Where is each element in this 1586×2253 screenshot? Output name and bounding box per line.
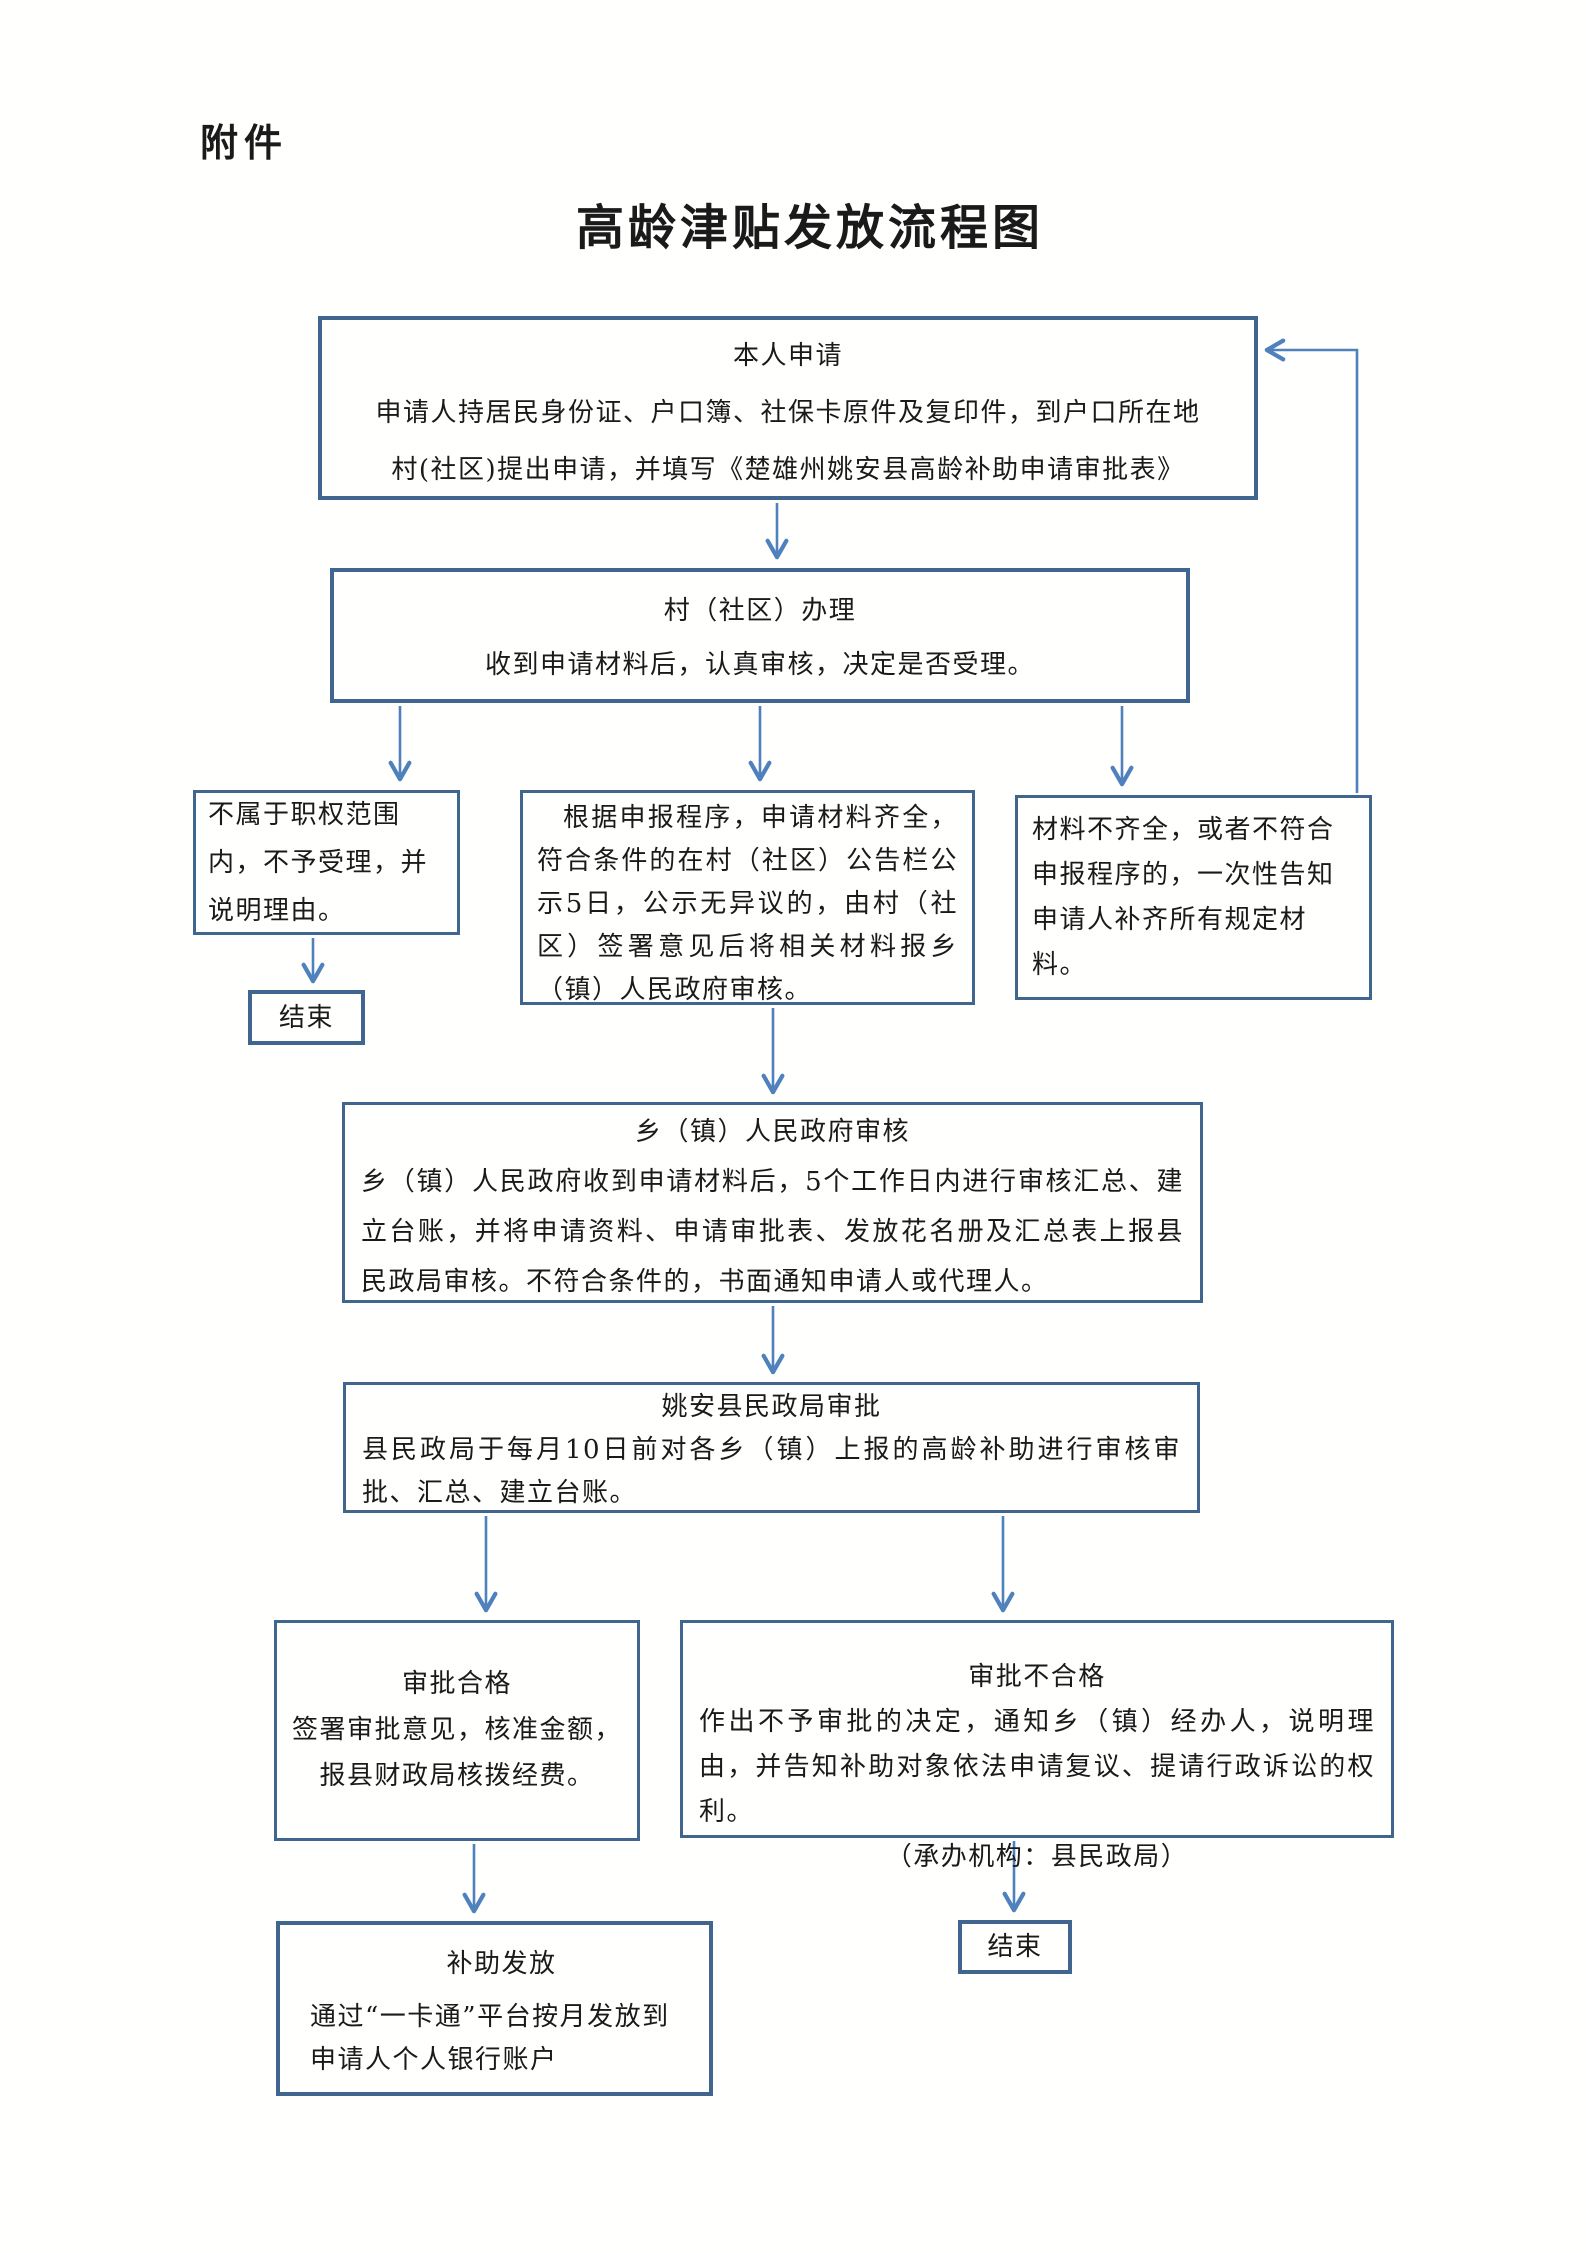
flow-node-not-approved: 审批不合格 作出不予审批的决定，通知乡（镇）经办人，说明理由，并告知补助对象依法… <box>680 1620 1394 1872</box>
node-body: 申请人持居民身份证、户口簿、社保卡原件及复印件，到户口所在地 村(社区)提出申请… <box>375 398 1201 485</box>
node-title: 本人申请 <box>732 341 843 371</box>
node-title: 审批不合格 <box>968 1662 1106 1692</box>
node-body: 不属于职权范围内，不予受理，并说明理由。 <box>208 799 429 926</box>
node-title: 姚安县民政局审批 <box>661 1392 882 1422</box>
attachment-label: 附件 <box>200 121 289 165</box>
flow-node-apply: 本人申请 申请人持居民身份证、户口簿、社保卡原件及复印件，到户口所在地 村(社区… <box>318 316 1258 500</box>
page-title: 高龄津贴发放流程图 <box>575 200 1044 256</box>
node-body: 签署审批意见，核准金额， 报县财政局核拨经费。 <box>291 1715 622 1791</box>
arrow-incomplete-to-apply <box>1264 338 1359 793</box>
flow-node-village: 村（社区）办理 收到申请材料后，认真审核，决定是否受理。 <box>330 568 1190 703</box>
flow-node-payment: 补助发放 通过“一卡通”平台按月发放到 申请人个人银行账户 <box>276 1921 713 2096</box>
node-org-line: （承办机构：县民政局） <box>885 1842 1189 1872</box>
node-body: 收到申请材料后，认真审核，决定是否受理。 <box>484 650 1035 680</box>
node-body: 县民政局于每月10日前对各乡（镇）上报的高龄补助进行审核审批、汇总、建立台账。 <box>362 1435 1181 1508</box>
node-title: 补助发放 <box>446 1949 557 1979</box>
flow-node-publicity: 根据申报程序，申请材料齐全，符合条件的在村（社区）公告栏公示5日，公示无异议的，… <box>520 790 975 1005</box>
flow-node-approved: 审批合格 签署审批意见，核准金额， 报县财政局核拨经费。 <box>274 1620 640 1841</box>
flow-node-out-of-scope: 不属于职权范围内，不予受理，并说明理由。 <box>193 790 460 935</box>
node-body: 作出不予审批的决定，通知乡（镇）经办人，说明理由，并告知补助对象依法申请复议、提… <box>699 1707 1375 1827</box>
flow-node-township-review: 乡（镇）人民政府审核 乡（镇）人民政府收到申请材料后，5个工作日内进行审核汇总、… <box>342 1102 1203 1303</box>
node-body: 乡（镇）人民政府收到申请材料后，5个工作日内进行审核汇总、建立台账，并将申请资料… <box>361 1167 1184 1297</box>
flow-node-county-approval: 姚安县民政局审批 县民政局于每月10日前对各乡（镇）上报的高龄补助进行审核审批、… <box>343 1382 1200 1513</box>
node-label: 结束 <box>987 1932 1043 1962</box>
node-title: 村（社区）办理 <box>663 596 857 626</box>
node-body: 根据申报程序，申请材料齐全，符合条件的在村（社区）公告栏公示5日，公示无异议的，… <box>537 803 958 1005</box>
node-body: 通过“一卡通”平台按月发放到 申请人个人银行账户 <box>310 2002 670 2075</box>
node-title: 审批合格 <box>401 1669 512 1699</box>
flow-node-incomplete-materials: 材料不齐全，或者不符合申报程序的，一次性告知申请人补齐所有规定材料。 <box>1015 795 1372 1000</box>
node-title: 乡（镇）人民政府审核 <box>634 1117 910 1147</box>
flow-node-end-left: 结束 <box>248 990 365 1045</box>
node-body: 材料不齐全，或者不符合申报程序的，一次性告知申请人补齐所有规定材料。 <box>1032 814 1335 980</box>
flow-node-end-right: 结束 <box>958 1920 1072 1974</box>
node-label: 结束 <box>278 1002 334 1033</box>
